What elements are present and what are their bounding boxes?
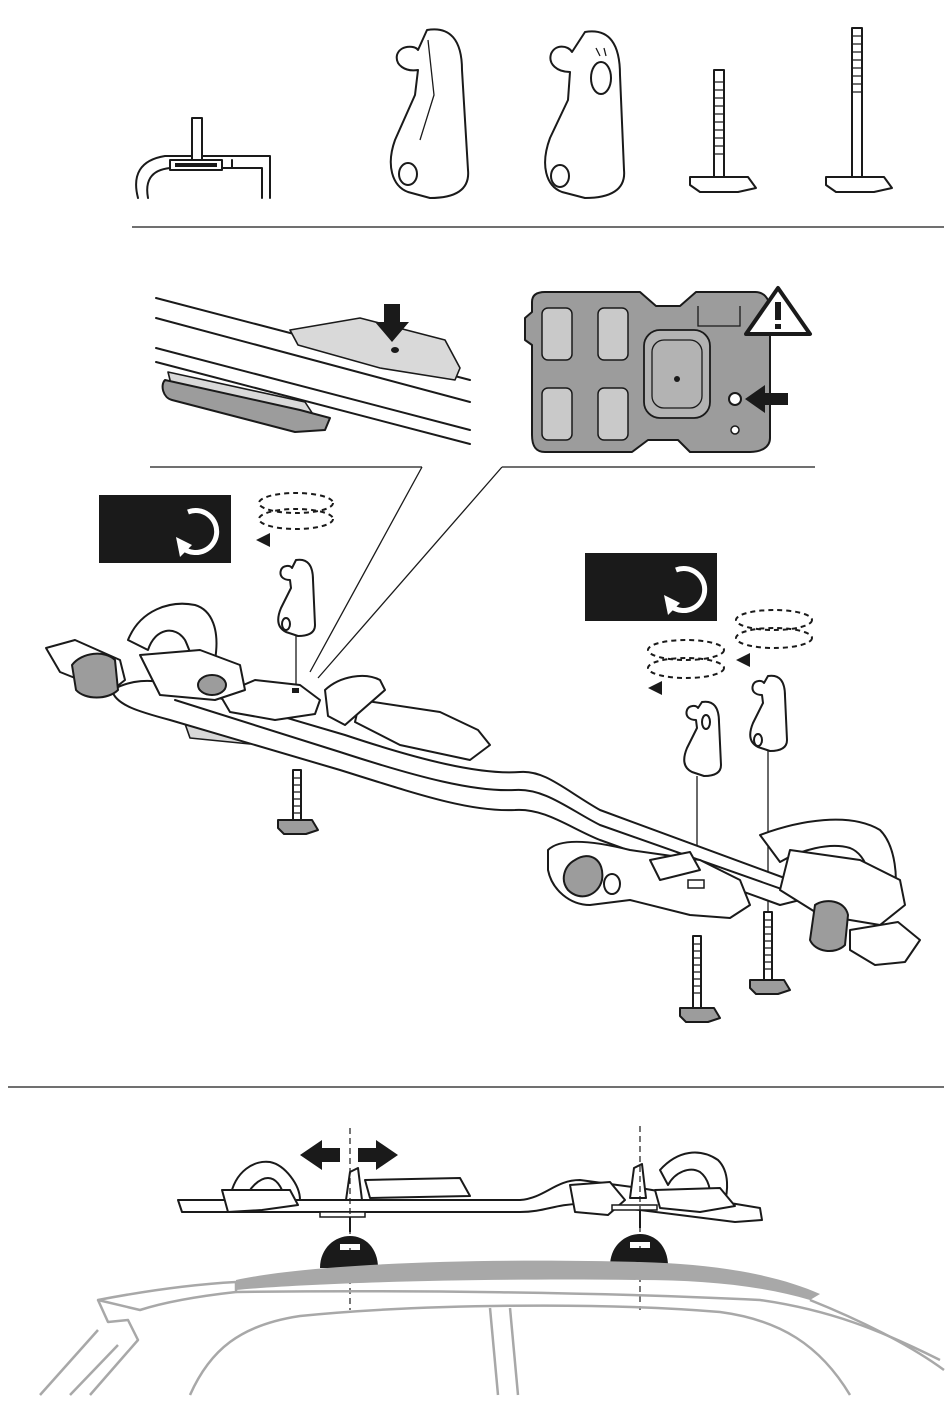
mounting-knob-exploded-left bbox=[278, 560, 315, 692]
rotation-hint-left bbox=[256, 493, 333, 547]
roof-bar-profile bbox=[136, 118, 270, 198]
rotate-instruction-panel-right bbox=[585, 553, 717, 621]
t-bolt-short bbox=[690, 70, 756, 192]
rotation-hint-right-1 bbox=[648, 640, 724, 695]
rear-wheel-holder bbox=[760, 820, 920, 965]
inset-top-view bbox=[150, 298, 470, 467]
mounting-knob-left bbox=[391, 29, 468, 198]
t-bolt-exploded-right-1 bbox=[680, 936, 720, 1022]
rotation-hint-right-2 bbox=[736, 610, 812, 667]
rotate-instruction-panel-left bbox=[99, 495, 231, 563]
inset-base-plate bbox=[502, 288, 815, 467]
car-roof-outline bbox=[40, 1261, 944, 1395]
mounting-knob-right bbox=[545, 31, 624, 198]
t-bolt-long bbox=[826, 28, 892, 192]
double-arrow-icon bbox=[300, 1140, 398, 1170]
carrier-side-view bbox=[178, 1153, 762, 1232]
t-bolt-exploded-right-2 bbox=[750, 912, 790, 994]
t-bolt-exploded-left bbox=[278, 770, 318, 834]
inset-callout-lines bbox=[310, 467, 502, 678]
